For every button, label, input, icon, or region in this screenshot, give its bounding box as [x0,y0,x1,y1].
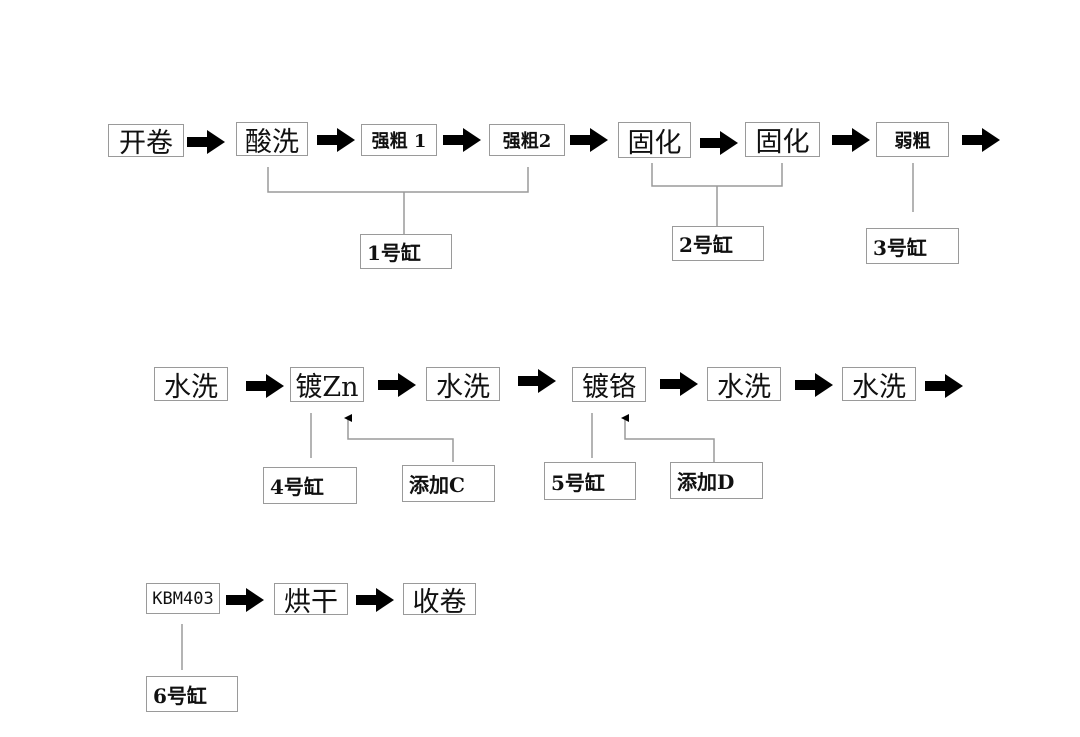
flow-arrow-2 [317,128,355,152]
additive-d: 添加D [670,462,763,499]
step-curing-1: 固化 [618,122,691,158]
step-pickling: 酸洗 [236,122,308,156]
flow-arrow-6 [832,128,870,152]
tank-3: 3号缸 [866,228,959,264]
step-drying: 烘干 [274,583,348,615]
step-weak-rough: 弱粗 [876,122,949,157]
step-zinc-plating: 镀Zn [290,367,364,402]
step-strong-rough-2: 强粗2 [489,124,565,156]
step-chrome-plating: 镀铬 [572,367,646,402]
step-recoil: 收卷 [403,583,476,615]
step-uncoil: 开卷 [108,124,184,157]
tank-1: 1号缸 [360,234,452,269]
additive-c: 添加C [402,465,495,502]
flow-arrow-1 [187,130,225,154]
flow-arrow-10 [518,369,556,393]
connector-tank1 [267,167,529,234]
connector-additive-c [344,414,454,462]
step-water-wash-1: 水洗 [154,367,228,401]
step-water-wash-3: 水洗 [707,367,781,401]
step-kbm403: KBM403 [146,583,220,614]
flow-arrow-7 [962,128,1000,152]
flow-arrow-3 [443,128,481,152]
flow-arrow-12 [795,373,833,397]
connector-additive-d [621,414,715,462]
flow-arrow-14 [226,588,264,612]
step-strong-rough-1: 强粗 1 [361,124,437,156]
tank-5: 5号缸 [544,462,636,500]
flow-arrow-15 [356,588,394,612]
flow-arrow-13 [925,374,963,398]
tank-4: 4号缸 [263,467,357,504]
flow-arrow-11 [660,372,698,396]
step-water-wash-4: 水洗 [842,367,916,401]
step-curing-2: 固化 [745,122,820,157]
step-water-wash-2: 水洗 [426,367,500,401]
flow-arrow-8 [246,374,284,398]
connector-tank2 [651,163,783,226]
tank-6: 6号缸 [146,676,238,712]
flow-arrow-4 [570,128,608,152]
flow-arrow-5 [700,131,738,155]
flow-arrow-9 [378,373,416,397]
tank-2: 2号缸 [672,226,764,261]
